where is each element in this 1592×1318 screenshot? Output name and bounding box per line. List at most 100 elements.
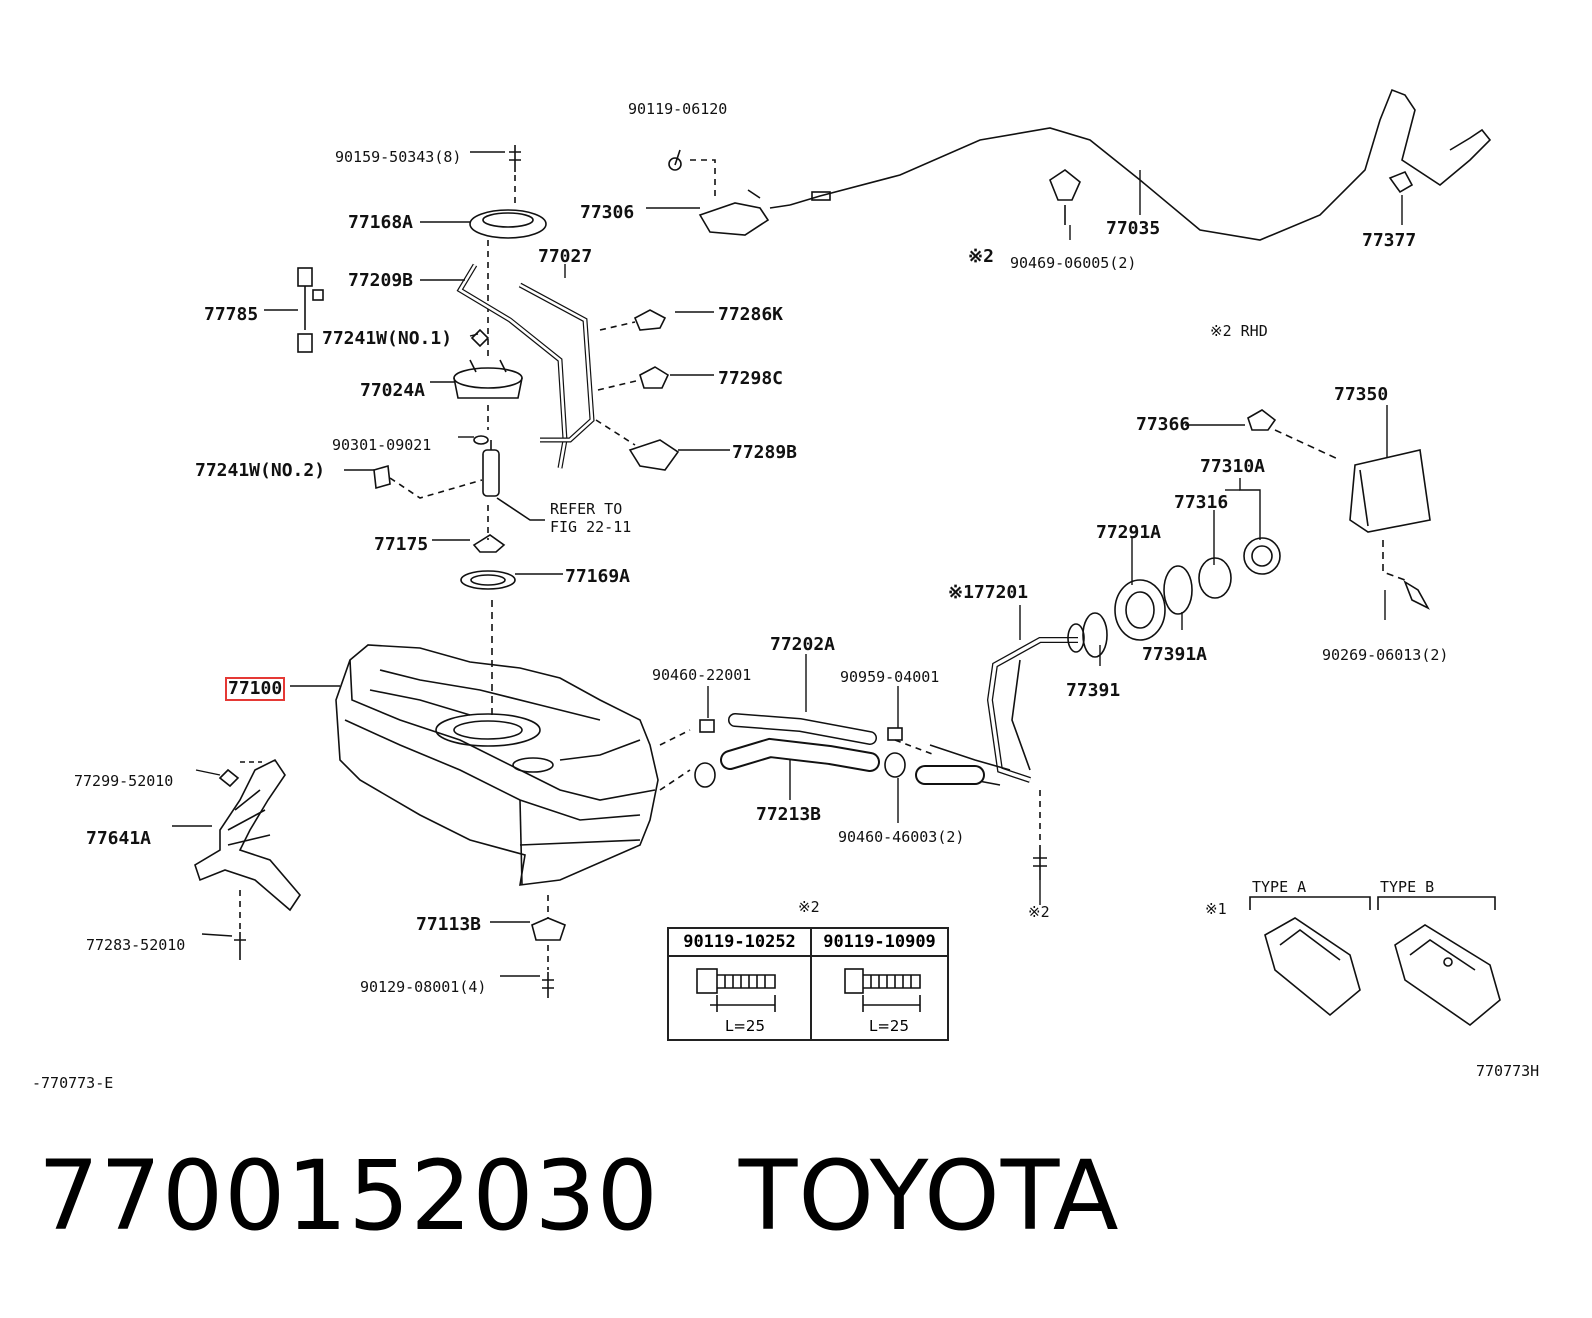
release-cable-drawing xyxy=(769,88,1492,241)
fuel-lid-drawing xyxy=(1349,449,1431,533)
part-label-90269-06013: 90269-06013(2) xyxy=(1322,646,1449,664)
table-divider xyxy=(810,929,812,1041)
sender-wire-drawing xyxy=(297,267,324,353)
part-label-90159-50343: 90159-50343(8) xyxy=(335,148,462,166)
retainer-ring-drawing xyxy=(469,209,547,239)
part-label-77283-52010: 77283-52010 xyxy=(86,936,186,954)
type-b-bracket xyxy=(1377,896,1496,910)
hose-clamp-drawing-4 xyxy=(884,752,906,778)
bolt-drawing-2 xyxy=(1033,850,1047,880)
part-label-77391: 77391 xyxy=(1066,680,1121,701)
filler-neck-ring-drawing xyxy=(1114,579,1166,641)
part-label-77100-highlighted: 77100 xyxy=(224,677,286,701)
part-label-77024a: 77024A xyxy=(360,380,426,401)
tank-protector-drawing xyxy=(194,758,302,912)
part-label-77641a: 77641A xyxy=(86,828,152,849)
note-mark-2-table: ※2 xyxy=(798,898,820,916)
part-label-90119-06120: 90119-06120 xyxy=(628,100,728,118)
part-label-77168a: 77168A xyxy=(348,212,414,233)
part-label-77298c: 77298C xyxy=(718,368,784,389)
lock-drawing xyxy=(1388,170,1414,194)
part-label-77289b: 77289B xyxy=(732,442,798,463)
bolt-spec-col2-part: 90119-10909 xyxy=(823,932,936,952)
filler-hose-drawing xyxy=(720,737,985,785)
filler-type-a-drawing xyxy=(1264,917,1361,1017)
part-label-90460-22001: 90460-22001 xyxy=(652,666,752,684)
part-label-77377: 77377 xyxy=(1362,230,1417,251)
note-rhd: ※2 RHD xyxy=(1210,322,1268,340)
caption-brand: TOYOTA xyxy=(738,1140,1120,1252)
part-label-77785: 77785 xyxy=(204,304,259,325)
release-lever-drawing xyxy=(698,189,770,236)
clip-drawing-3 xyxy=(628,439,680,471)
screw-drawing xyxy=(674,149,681,166)
leader-lines xyxy=(172,151,1403,977)
gasket-ring-drawing xyxy=(1198,557,1232,599)
part-label-90469-06005: 90469-06005(2) xyxy=(1010,254,1137,272)
breather-hose-drawing xyxy=(728,713,877,745)
filler-pipe-drawing xyxy=(919,623,1085,786)
retainer-drawing xyxy=(472,534,506,553)
hose-clamp-drawing-3 xyxy=(694,762,716,788)
part-label-77299-52010: 77299-52010 xyxy=(74,772,174,790)
note-mark-2: ※2 xyxy=(968,246,994,267)
note-mark-1: ※1 xyxy=(1205,900,1227,918)
clip-drawing-4 xyxy=(218,768,240,788)
o-ring-drawing xyxy=(1163,565,1193,615)
part-label-90301-09021: 90301-09021 xyxy=(332,436,432,454)
flange-bolt-drawing-2 xyxy=(844,968,921,1012)
part-label-77201: ※177201 xyxy=(948,582,1029,603)
lid-screw-drawing xyxy=(1403,580,1430,610)
part-label-77202a: 77202A xyxy=(770,634,836,655)
part-label-77027: 77027 xyxy=(538,246,593,267)
grommet-drawing xyxy=(234,932,246,960)
caption: 7700152030 TOYOTA xyxy=(38,1140,1120,1252)
part-label-77306: 77306 xyxy=(580,202,635,223)
part-label-77113b: 77113B xyxy=(416,914,482,935)
part-label-90959-04001: 90959-04001 xyxy=(840,668,940,686)
clamp-drawing xyxy=(470,328,490,348)
cap-drawing xyxy=(1243,537,1281,575)
cable-clip-drawing xyxy=(1049,169,1081,201)
part-label-77175: 77175 xyxy=(374,534,429,555)
diagram-code-right: 770773H xyxy=(1476,1062,1540,1080)
gasket-drawing xyxy=(460,570,516,590)
part-label-77291a: 77291A xyxy=(1096,522,1162,543)
bolt-spec-col2-length: L=25 xyxy=(869,1017,910,1035)
part-label-90460-46003: 90460-46003(2) xyxy=(838,828,965,846)
part-label-77241w-no2: 77241W(NO.2) xyxy=(195,460,326,481)
seal-ring-drawing xyxy=(1082,612,1108,658)
clip-drawing xyxy=(633,309,667,331)
type-a-label: TYPE A xyxy=(1252,878,1307,896)
bolt-drawing-3 xyxy=(542,972,554,998)
refer-note-line1: REFER TO xyxy=(550,500,623,518)
part-label-90129-08001: 90129-08001(4) xyxy=(360,978,487,996)
hose-clamp-drawing-2 xyxy=(887,727,903,741)
part-label-77169a: 77169A xyxy=(565,566,631,587)
band-bracket-drawing xyxy=(531,917,566,941)
part-label-77316: 77316 xyxy=(1174,492,1229,513)
refer-note-line2: FIG 22-11 xyxy=(550,518,632,536)
part-label-77209b: 77209B xyxy=(348,270,414,291)
part-label-77391a: 77391A xyxy=(1142,644,1208,665)
diagram-code-left: -770773-E xyxy=(32,1074,114,1092)
caption-part-number: 7700152030 xyxy=(38,1140,659,1252)
note-mark-2-bolt: ※2 xyxy=(1028,903,1050,921)
sender-gauge-drawing xyxy=(453,359,523,399)
clamp-drawing-2 xyxy=(373,464,391,490)
table-divider-h xyxy=(669,955,947,957)
hose-clamp-drawing xyxy=(699,719,715,733)
part-label-77213b: 77213B xyxy=(756,804,822,825)
part-label-77310a: 77310A xyxy=(1200,456,1266,477)
bolt-drawing xyxy=(509,145,521,172)
part-label-77035: 77035 xyxy=(1106,218,1161,239)
hinge-drawing xyxy=(1247,409,1277,431)
fuel-pump-drawing xyxy=(482,440,500,497)
fuel-tank-drawing xyxy=(335,644,659,886)
flange-bolt-drawing xyxy=(696,968,776,1012)
part-label-77241w-no1: 77241W(NO.1) xyxy=(322,328,453,349)
part-label-77366: 77366 xyxy=(1136,414,1191,435)
bolt-spec-col1-part: 90119-10252 xyxy=(683,932,796,952)
part-label-77286k: 77286K xyxy=(718,304,784,325)
